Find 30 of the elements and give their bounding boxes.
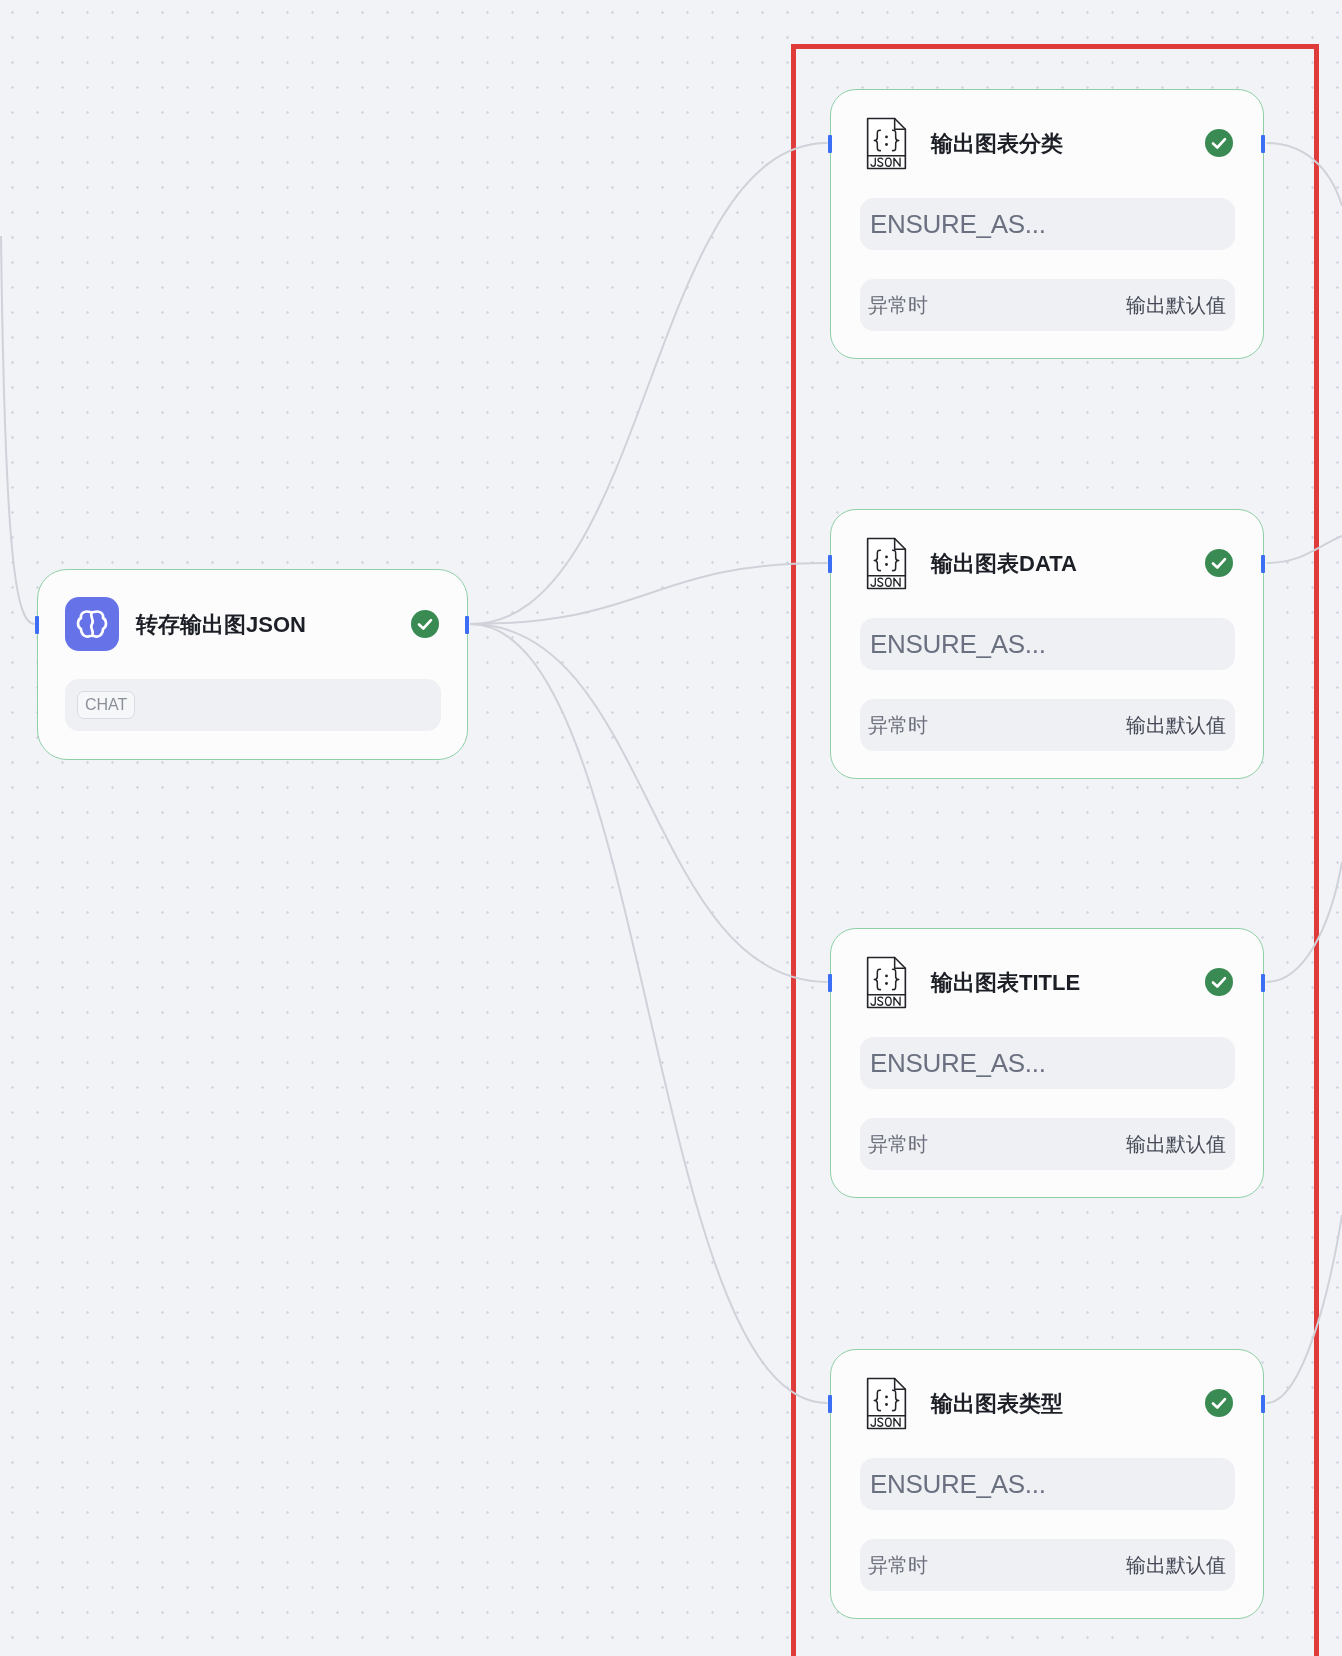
connector-line (469, 623, 829, 1404)
node-title: 输出图表分类 (931, 130, 1063, 158)
highlight-frame (791, 44, 1319, 1656)
setting-label: 异常时 (868, 292, 928, 318)
expression-field: ENSURE_AS... (860, 618, 1235, 670)
connector-line (1265, 861, 1342, 983)
setting-value: 输出默认值 (1126, 712, 1226, 738)
setting-value: 输出默认值 (1126, 292, 1226, 318)
node-card (37, 569, 468, 760)
node-title: 输出图表类型 (931, 1390, 1063, 1418)
setting-label: 异常时 (868, 1552, 928, 1578)
expression-field: ENSURE_AS... (860, 1037, 1235, 1089)
node-card (830, 928, 1264, 1198)
setting-value: 输出默认值 (1126, 1131, 1226, 1157)
setting-label: 异常时 (868, 712, 928, 738)
node-title: 输出图表DATA (931, 550, 1077, 578)
connector-line (0, 235, 36, 625)
setting-label: 异常时 (868, 1131, 928, 1157)
setting-value: 输出默认值 (1126, 1552, 1226, 1578)
node-card (830, 1349, 1264, 1619)
node-title: 转存输出图JSON (136, 611, 306, 639)
mode-tag: CHAT (77, 691, 136, 719)
node-card (830, 509, 1264, 779)
expression-field: ENSURE_AS... (860, 198, 1235, 250)
connector-line (1265, 142, 1342, 207)
node-title: 输出图表TITLE (931, 969, 1081, 997)
expression-field: ENSURE_AS... (860, 1458, 1235, 1510)
node-card (830, 89, 1264, 359)
connector-line (1265, 1214, 1342, 1404)
connector-line (1265, 535, 1342, 564)
